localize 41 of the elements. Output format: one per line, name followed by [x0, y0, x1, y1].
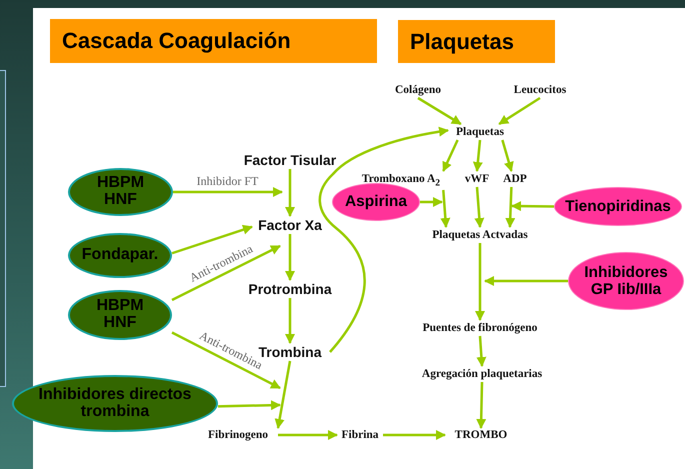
arrow: [476, 336, 486, 367]
arrow: [285, 234, 295, 281]
arrow: [501, 140, 514, 172]
arrow: [440, 190, 450, 228]
arrow: [475, 243, 485, 321]
node-label: Factor Xa: [252, 216, 328, 234]
arrow: [278, 430, 338, 440]
node-label: Puentes de fibronógeno: [405, 320, 555, 336]
arrow: [442, 139, 459, 172]
arrow: [474, 186, 484, 228]
arrow: [476, 382, 486, 429]
arrow: [498, 96, 541, 126]
node-label: Agregación plaquetarias: [400, 366, 564, 382]
arrow: [173, 187, 283, 197]
node-label: Fibrina: [337, 428, 383, 442]
node-label: ADP: [497, 171, 533, 187]
arrow: [383, 430, 446, 440]
node-label: Colágeno: [388, 82, 448, 98]
node-label: Leucocitos: [505, 82, 575, 98]
arrow: [171, 244, 281, 302]
arrow: [285, 169, 295, 217]
arrow: [274, 360, 292, 429]
arrow: [285, 298, 295, 344]
arrow: [484, 276, 568, 286]
node-label: Plaquetas: [448, 124, 512, 140]
title-banner: Cascada Coagulación: [50, 19, 377, 63]
arrow: [172, 224, 253, 254]
edge-label: Inhibidor FT: [196, 175, 260, 187]
title-banner: Plaquetas: [398, 20, 555, 63]
arrow: [511, 201, 554, 212]
arrow: [417, 96, 462, 126]
node-label: vWF: [458, 171, 496, 187]
arrow: [505, 186, 516, 228]
arrow: [318, 126, 449, 353]
node-label: Factor Tisular: [240, 151, 340, 169]
arrow: [472, 140, 483, 172]
node-label: TROMBO: [445, 428, 517, 442]
node-label: Plaquetas Actvadas: [412, 227, 548, 243]
arrow: [171, 331, 281, 390]
arrow: [420, 197, 443, 207]
arrow: [218, 400, 281, 410]
